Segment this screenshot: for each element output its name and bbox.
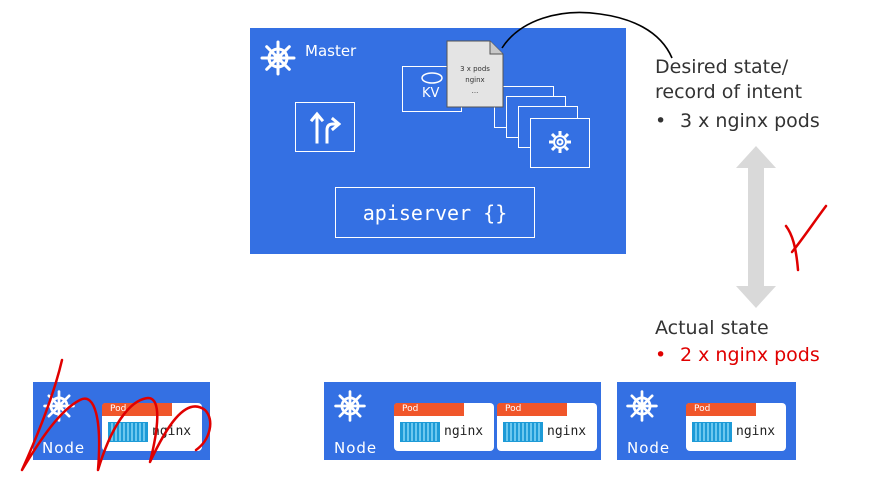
kv-label: KV (422, 86, 440, 101)
node-label: Node (42, 439, 86, 457)
master-title: Master (305, 42, 357, 60)
pod-tag: Pod (102, 403, 172, 416)
route-box (295, 102, 355, 152)
apiserver-box: apiserver {} (335, 187, 535, 238)
doc-line: 3 x pods (460, 65, 490, 73)
pod-name: nginx (547, 424, 587, 439)
desired-bullet: 3 x nginx pods (680, 110, 820, 132)
gear-icon (546, 128, 574, 156)
actual-bullet: 2 x nginx pods (680, 344, 820, 366)
document-icon: 3 x pods nginx ... (446, 40, 504, 108)
pod-tag: Pod (497, 403, 567, 416)
controller-card (530, 118, 590, 168)
pod-card: Pod nginx (394, 403, 494, 451)
container-icon (108, 422, 148, 442)
node-label: Node (627, 439, 671, 457)
desired-state-title: Desired state/ (655, 56, 789, 78)
container-icon (400, 422, 440, 442)
double-arrow-icon (736, 146, 776, 308)
pod-card: Pod nginx (497, 403, 597, 451)
container-icon (692, 422, 732, 442)
pod-name: nginx (736, 424, 776, 439)
desired-state-subtitle: record of intent (655, 81, 803, 103)
pod-tag: Pod (394, 403, 464, 416)
pod-name: nginx (152, 424, 192, 439)
kubernetes-wheel-icon (258, 38, 298, 78)
route-arrows-icon (309, 110, 342, 144)
actual-state-title: Actual state (655, 317, 769, 339)
actual-bullet-dot: • (655, 344, 667, 366)
doc-line: nginx (465, 76, 485, 84)
pod-card: Pod nginx (686, 403, 786, 451)
mismatch-x-icon (784, 204, 828, 272)
pod-card: Pod nginx (102, 403, 202, 451)
pod-tag: Pod (686, 403, 756, 416)
kubernetes-wheel-icon (332, 388, 368, 424)
pod-name: nginx (444, 424, 484, 439)
kubernetes-wheel-icon (624, 388, 660, 424)
node-label: Node (334, 439, 378, 457)
doc-line: ... (471, 87, 479, 95)
desired-bullet-dot: • (655, 110, 667, 132)
container-icon (503, 422, 543, 442)
database-icon (420, 70, 444, 84)
